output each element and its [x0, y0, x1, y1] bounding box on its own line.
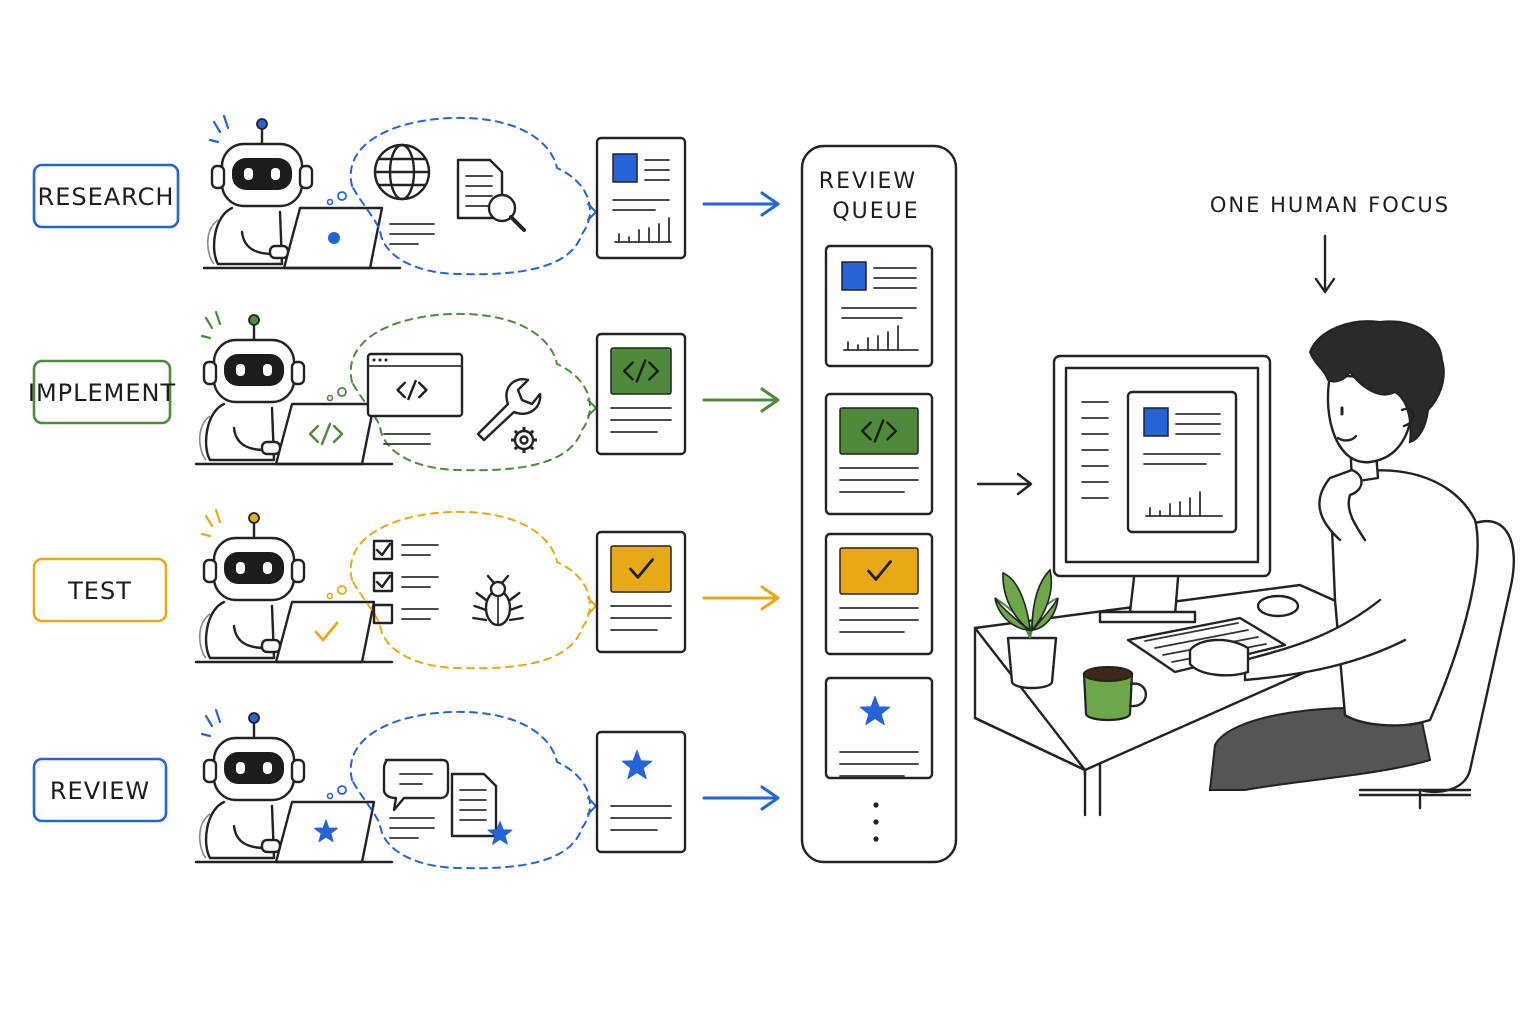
dot-icon — [328, 232, 340, 244]
chat-bubble-icon — [382, 758, 450, 812]
globe-icon — [373, 143, 431, 201]
check-doc-icon — [595, 530, 687, 654]
robot-agent — [194, 508, 394, 664]
ellipsis-vertical-icon — [873, 802, 879, 842]
code-icon — [623, 359, 659, 383]
agent-label: REVIEW — [32, 757, 168, 823]
star-doc-icon-queue-item — [824, 676, 934, 780]
robot-agent — [202, 114, 402, 270]
caption-arrow — [1314, 234, 1336, 294]
agent-label: RESEARCH — [32, 163, 180, 229]
flow-arrow — [702, 387, 780, 413]
check-doc-icon-queue-item — [824, 532, 934, 656]
checklist-icon — [372, 539, 439, 625]
code-icon — [308, 422, 344, 446]
queue-to-human-arrow — [976, 472, 1033, 496]
check-icon — [867, 560, 892, 581]
chart-doc-icon — [1126, 390, 1238, 534]
document-search-icon — [456, 158, 526, 232]
code-doc-icon — [595, 332, 687, 456]
desk-scene — [973, 320, 1515, 817]
agent-label: TEST — [32, 557, 168, 623]
monitor — [1052, 354, 1272, 624]
code-icon — [396, 379, 428, 401]
chart-doc-icon — [595, 136, 687, 260]
agent-label-text: TEST — [67, 577, 132, 605]
screen-chart-doc-icon — [1126, 390, 1238, 534]
star-icon — [487, 820, 513, 845]
agent-label-text: IMPLEMENT — [28, 379, 176, 407]
document-star-icon — [450, 772, 513, 845]
agent-label-text: RESEARCH — [38, 183, 175, 211]
coffee-mug — [1082, 666, 1147, 722]
code-doc-icon-queue-item — [824, 392, 934, 516]
check-icon — [629, 558, 654, 579]
check-icon — [314, 621, 339, 642]
star-icon — [859, 695, 891, 726]
queue-title-line2: QUEUE — [832, 199, 919, 224]
star-doc-icon — [595, 730, 687, 854]
queue-title-line1: REVIEW — [819, 169, 917, 194]
human-caption: ONE HUMAN FOCUS — [1210, 193, 1450, 217]
robot-agent — [194, 708, 394, 864]
agent-row-review: REVIEW — [32, 708, 780, 870]
review-queue: REVIEW QUEUE — [800, 144, 958, 864]
wrench-gear-icon — [476, 378, 542, 453]
flow-arrow — [702, 585, 780, 611]
agent-row-implement: IMPLEMENT — [28, 310, 780, 472]
star-icon — [621, 749, 653, 780]
flow-arrow — [702, 785, 780, 811]
agent-row-test: TEST — [32, 508, 780, 670]
mouse — [1256, 594, 1300, 618]
code-icon — [861, 419, 897, 443]
robot-agent — [194, 310, 394, 466]
plant — [994, 568, 1059, 690]
bug-icon — [472, 574, 524, 627]
chart-doc-icon-queue-item — [824, 244, 934, 368]
agent-label-text: REVIEW — [50, 777, 150, 805]
agent-row-research: RESEARCH — [32, 114, 780, 276]
star-icon — [314, 819, 338, 843]
agent-label: IMPLEMENT — [28, 359, 176, 425]
person — [1188, 320, 1479, 791]
thought-bubble — [326, 510, 598, 670]
chair — [1358, 519, 1515, 810]
flow-arrow — [702, 191, 780, 217]
code-window-icon — [366, 352, 464, 418]
